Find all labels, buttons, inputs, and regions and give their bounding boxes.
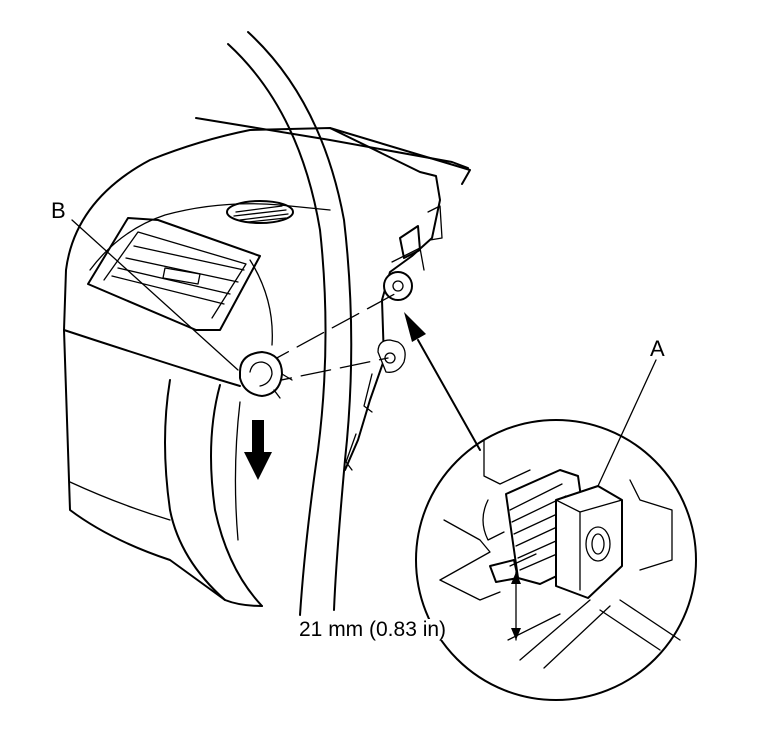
pointer-arrow [404, 312, 481, 451]
pull-down-arrow-icon [244, 420, 272, 480]
dimension-label: 21 mm (0.83 in) [297, 618, 449, 641]
cable [227, 31, 353, 616]
side-bracket [329, 127, 443, 471]
dashboard-body [63, 117, 471, 607]
guide-lines [261, 289, 403, 385]
clip-b [239, 351, 293, 399]
label-a-leader [597, 359, 657, 487]
label-a: A [650, 336, 665, 361]
label-b: B [51, 198, 66, 223]
detail-inset [415, 419, 697, 701]
speaker-grille [226, 200, 294, 224]
label-b-leader [71, 219, 239, 371]
air-vent [87, 217, 261, 331]
